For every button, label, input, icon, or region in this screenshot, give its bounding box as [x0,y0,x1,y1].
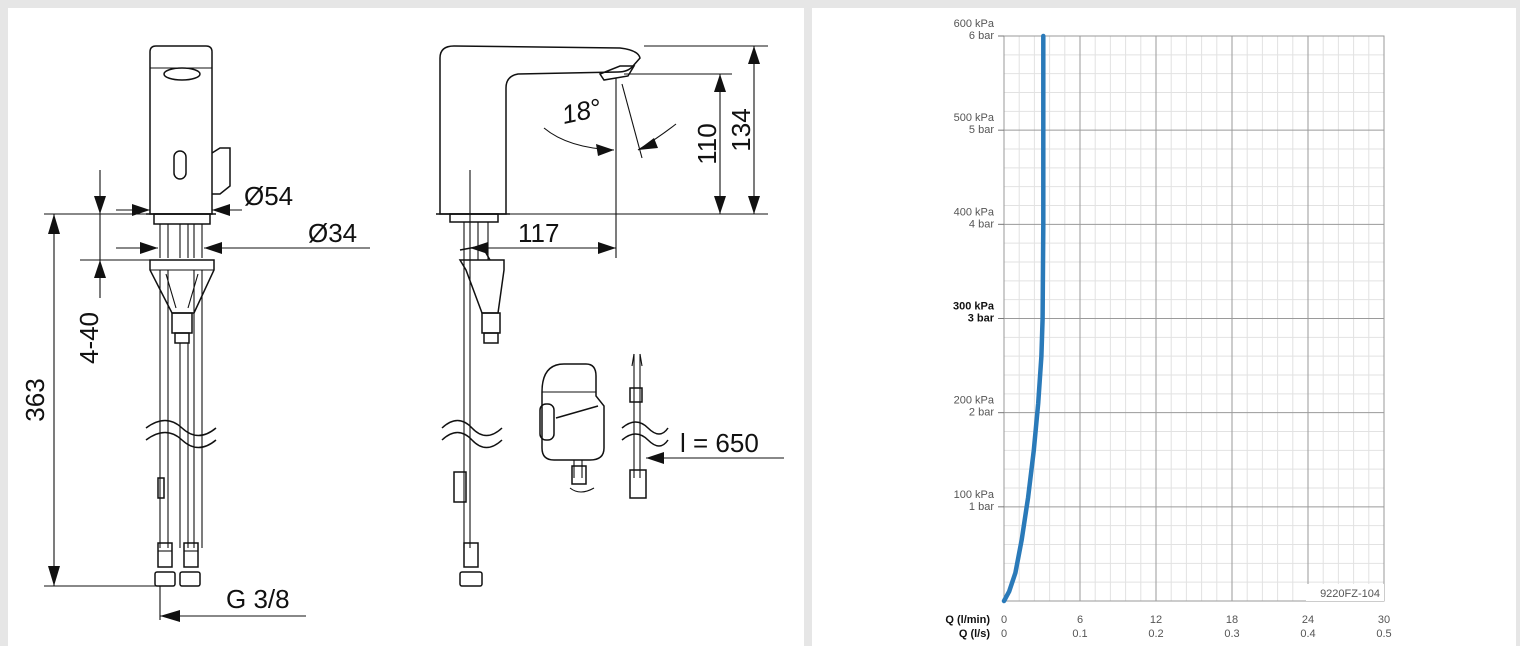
side-dimensions: 117 110 134 18° [470,45,768,258]
chart-code: 9220FZ-104 [1320,588,1380,600]
control-box [539,363,605,493]
x-axis-title-ls: Q (l/s) [959,628,991,640]
y-tick-label: 600 kPa [954,18,995,30]
dim-d54: Ø54 [244,181,293,211]
x-tick-label-lmin: 24 [1302,614,1314,626]
faucet-side-view [436,45,641,587]
x-tick-label-ls: 0.3 [1224,628,1239,640]
series-line [1001,33,1046,604]
y-tick-label: 4 bar [969,218,994,230]
dim-134: 134 [726,108,756,151]
y-tick-label: 400 kPa [954,206,995,218]
x-axis-labels: Q (l/min) Q (l/s) 0 0 6 0.1 12 0.2 18 0.3 24 0.4 30 0… [945,614,1391,640]
x-tick-label-ls: 0.5 [1376,628,1391,640]
x-tick-label-ls: 0 [1001,628,1007,640]
dim-363: 363 [20,378,50,421]
dim-d34: Ø34 [308,218,357,248]
dim-thread: G 3/8 [226,584,290,614]
x-tick-label-ls: 0.2 [1148,628,1163,640]
x-tick-label-ls: 0.4 [1300,628,1315,640]
dim-4-40: 4-40 [74,312,104,364]
y-tick-label: 300 kPa [953,301,995,313]
x-axis-title-lmin: Q (l/min) [945,614,990,626]
y-tick-label: 6 bar [969,30,994,42]
y-tick-label: 5 bar [969,124,994,136]
x-tick-label-lmin: 30 [1378,614,1390,626]
y-tick-label: 500 kPa [954,112,995,124]
technical-drawing: Ø54 Ø34 4-40 363 G 3/8 [20,45,784,622]
x-tick-label-lmin: 12 [1150,614,1162,626]
x-tick-label-lmin: 0 [1001,614,1007,626]
faucet-front-view [145,45,231,587]
technical-drawing-panel: Ø54 Ø34 4-40 363 G 3/8 [8,8,804,646]
dim-cable: l = 650 [680,428,759,458]
sensor-cable: l = 650 [621,353,784,499]
dim-110: 110 [692,123,722,164]
series-layer [1001,33,1046,604]
major-grid [1004,36,1384,601]
x-tick-label-lmin: 18 [1226,614,1238,626]
y-tick-label: 2 bar [969,407,994,419]
dim-117: 117 [518,218,559,248]
dim-angle: 18° [559,92,604,130]
x-tick-label-ls: 0.1 [1072,628,1087,640]
x-tick-label-lmin: 6 [1077,614,1083,626]
y-tick-label: 200 kPa [954,395,995,407]
y-tick-label: 1 bar [969,501,994,513]
y-tick-label: 100 kPa [954,489,995,501]
front-dimensions: Ø54 Ø34 4-40 363 G 3/8 [20,170,370,622]
chart-code-bg [1306,584,1384,601]
y-tick-label: 3 bar [968,313,995,325]
